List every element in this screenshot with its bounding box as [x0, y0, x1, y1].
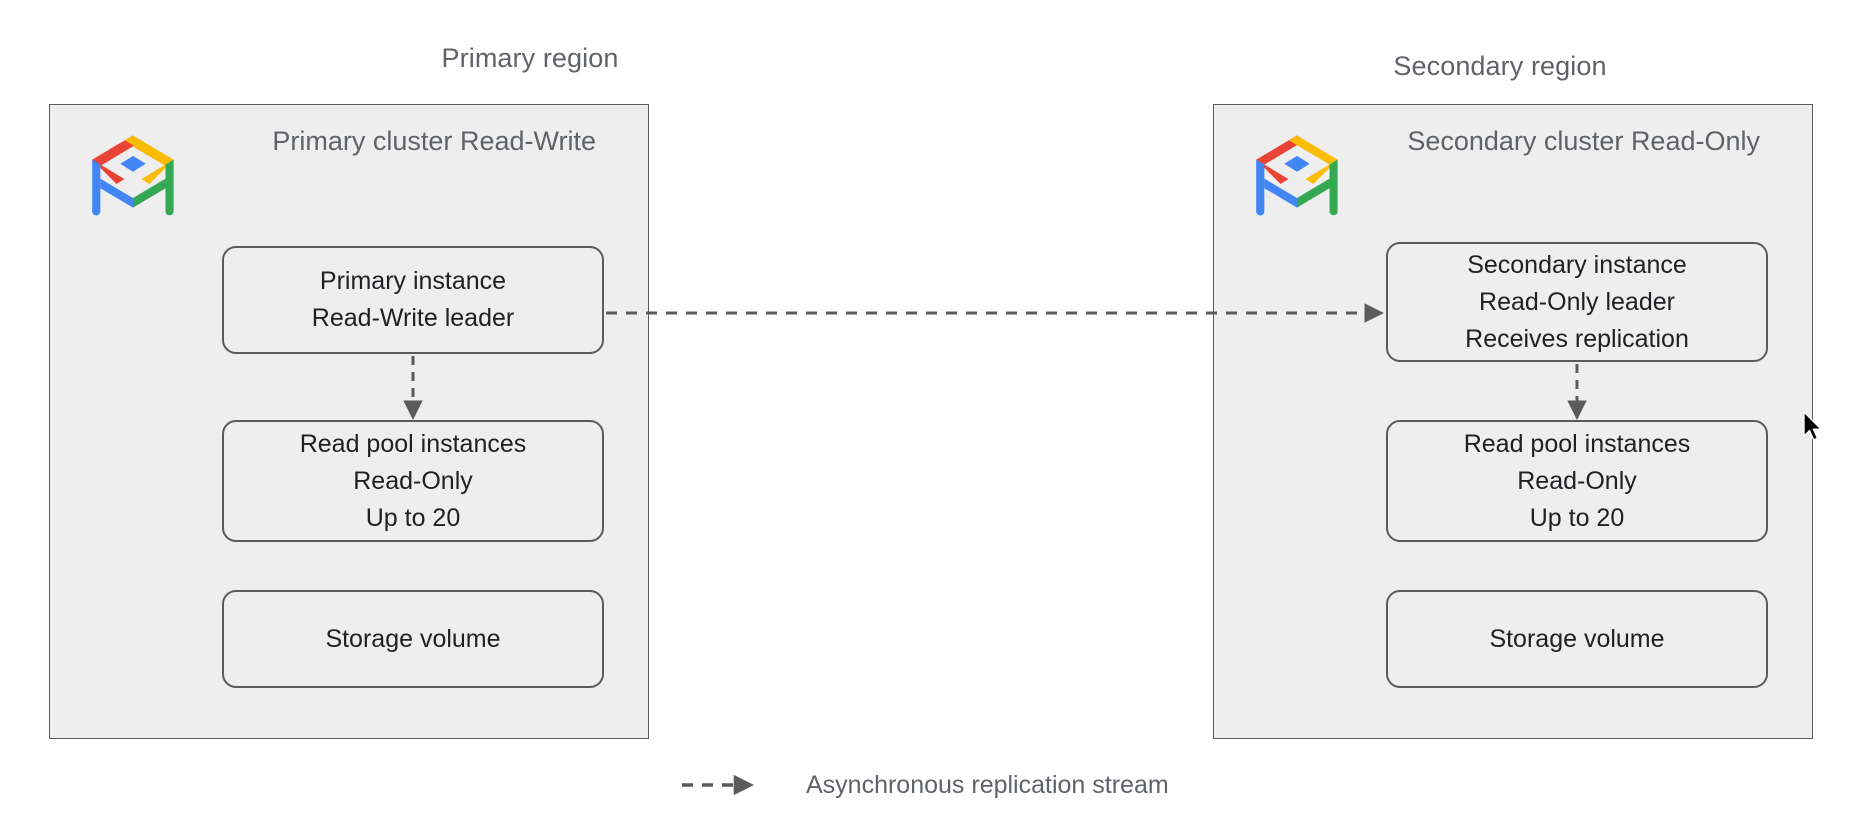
- secondary-storage-line-1: Storage volume: [1489, 624, 1665, 653]
- primary-cluster-header-line1: Primary cluster: [272, 126, 453, 156]
- secondary-read-pool-line-2: Read-Only: [1517, 466, 1637, 495]
- secondary-instance-line-3: Receives replication: [1465, 324, 1689, 353]
- secondary-read-pool-node[interactable]: Read pool instances Read-Only Up to 20: [1386, 420, 1768, 542]
- primary-instance-line-2: Read-Write leader: [311, 304, 515, 332]
- secondary-read-pool-line-1: Read pool instances: [1463, 429, 1691, 458]
- secondary-instance-line-1: Secondary instance: [1467, 250, 1687, 279]
- secondary-storage-node[interactable]: Storage volume: [1386, 590, 1768, 688]
- primary-instance-line-1: Primary instance: [319, 267, 507, 295]
- primary-read-pool-line-3: Up to 20: [365, 503, 461, 532]
- primary-storage-line-1: Storage volume: [325, 624, 501, 653]
- primary-read-pool-line-1: Read pool instances: [299, 429, 527, 458]
- secondary-cluster-header-line2: Read-Only: [1630, 126, 1760, 156]
- primary-cluster-header-line2: Read-Write: [459, 126, 596, 156]
- secondary-cluster-header: Secondary cluster Read-Only: [1407, 123, 1760, 159]
- primary-storage-node[interactable]: Storage volume: [222, 590, 604, 688]
- primary-cluster-header: Primary cluster Read-Write: [272, 123, 596, 159]
- region-title-secondary: Secondary region: [1393, 51, 1607, 81]
- legend: Asynchronous replication stream: [680, 770, 1169, 800]
- primary-instance-node[interactable]: Primary instance Read-Write leader: [222, 246, 604, 354]
- secondary-read-pool-line-3: Up to 20: [1529, 503, 1625, 532]
- secondary-instance-node[interactable]: Secondary instance Read-Only leader Rece…: [1386, 242, 1768, 362]
- dashed-arrow-icon: [680, 774, 770, 796]
- legend-label-asynchronous-replication-stream: Asynchronous replication stream: [806, 770, 1169, 799]
- secondary-cluster-header-line1: Secondary cluster: [1407, 126, 1624, 156]
- primary-read-pool-node[interactable]: Read pool instances Read-Only Up to 20: [222, 420, 604, 542]
- region-title-primary: Primary region: [441, 43, 619, 73]
- primary-read-pool-line-2: Read-Only: [353, 466, 473, 495]
- alloydb-logo: [80, 123, 186, 229]
- alloydb-logo: [1244, 123, 1350, 229]
- secondary-instance-line-2: Read-Only leader: [1479, 287, 1675, 316]
